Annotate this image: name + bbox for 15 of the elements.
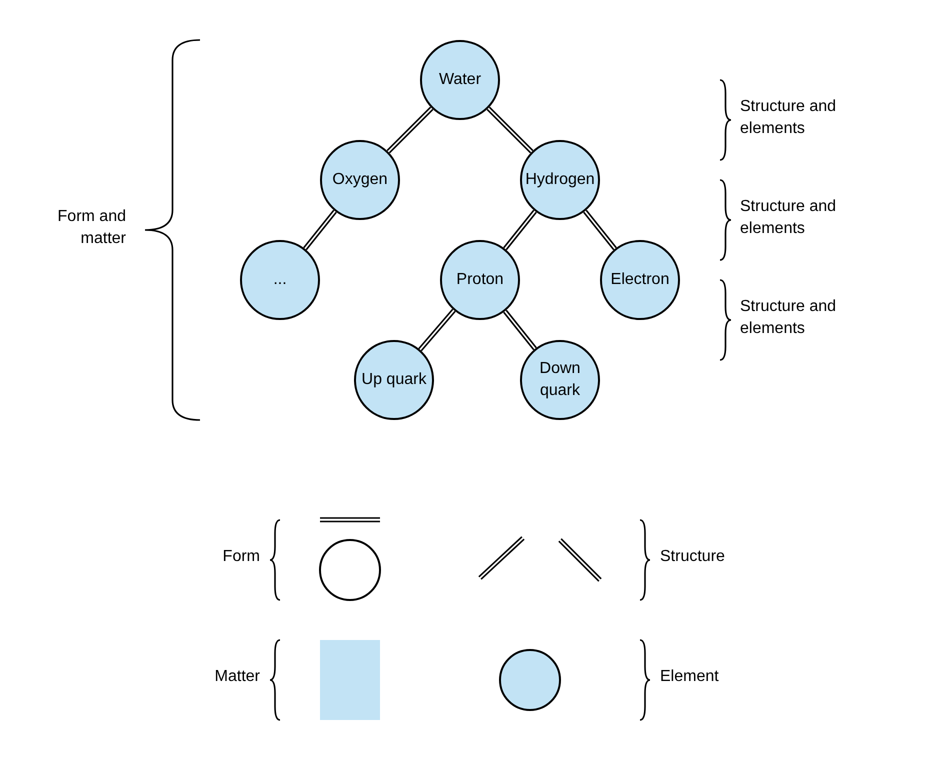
bracket-label: Structure and elements — [740, 97, 838, 139]
bracket-label: Form and matter — [56, 207, 126, 249]
double-line-connector — [386, 106, 434, 154]
double-line-connector — [302, 209, 338, 251]
double-line-connector — [502, 209, 538, 251]
legend-label: Structure — [660, 547, 726, 567]
legend-label: Element — [660, 667, 720, 687]
bracket-label: Structure and elements — [740, 297, 838, 339]
bracket-label: Structure and elements — [740, 197, 838, 239]
double-line-connector — [418, 308, 456, 352]
legend-label: Matter — [214, 667, 260, 687]
double-line-connector — [486, 106, 534, 154]
legend-label: Form — [222, 547, 260, 567]
double-line-connector — [582, 209, 618, 251]
double-line-connector — [502, 309, 538, 351]
